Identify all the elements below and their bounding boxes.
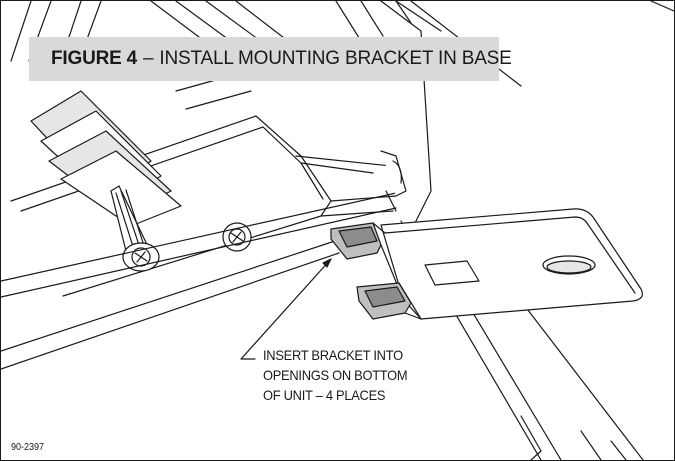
top-rails — [10, 1, 412, 62]
callout-leader — [240, 258, 332, 360]
callout-line: INSERT BRACKET INTO — [263, 347, 403, 363]
callout-line: OF UNIT – 4 PLACES — [263, 387, 386, 403]
screw-head — [222, 222, 252, 252]
figure-number: FIGURE 4 — [51, 48, 138, 69]
mounting-bracket — [330, 208, 643, 320]
callout-label: INSERT BRACKET INTO OPENINGS ON BOTTOM O… — [263, 345, 408, 405]
cooling-fins — [30, 60, 252, 227]
drawing-number: 90-2397 — [11, 442, 45, 453]
title-separator: – — [143, 48, 154, 69]
figure-title-banner: FIGURE 4 – INSTALL MOUNTING BRACKET IN B… — [29, 37, 512, 81]
callout-line: OPENINGS ON BOTTOM — [263, 367, 408, 383]
figure-title: INSTALL MOUNTING BRACKET IN BASE — [159, 48, 512, 69]
base-edges — [1, 190, 397, 370]
